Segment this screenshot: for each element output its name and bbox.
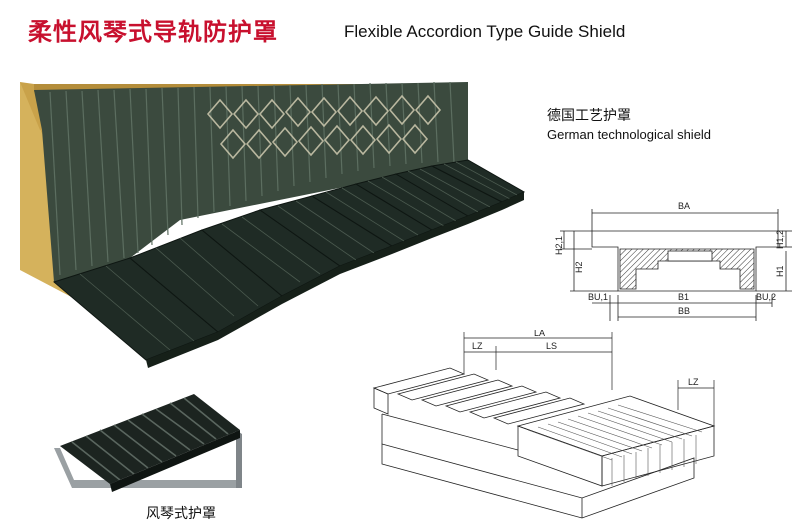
page-title-cn: 柔性风琴式导轨防护罩 (28, 17, 278, 46)
dim-lz-right: LZ (688, 377, 699, 387)
dim-h2-1: H2,1 (554, 236, 564, 255)
cross-section-drawing: BA B1 BB BU,1 BU,2 H2 H2,1 H1,2 H1 (554, 201, 792, 321)
isometric-drawing: LA LZ LS LZ (372, 330, 716, 519)
german-shield-caption-en: German technological shield (547, 127, 712, 142)
dim-h1: H1 (775, 265, 785, 277)
dim-bu2: BU,2 (756, 292, 776, 302)
dim-h1-2: H1,2 (775, 230, 785, 249)
dim-bu1: BU,1 (588, 292, 608, 302)
dim-la: LA (534, 330, 545, 338)
dim-h2: H2 (574, 261, 584, 273)
dim-lz: LZ (472, 341, 483, 351)
page-title-en: Flexible Accordion Type Guide Shield (344, 22, 626, 41)
dim-bb: BB (678, 306, 690, 316)
main-shield-photo (20, 81, 526, 368)
dim-ls: LS (546, 341, 557, 351)
accordion-shield-photo (54, 394, 242, 492)
accordion-caption-cn: 风琴式护罩 (146, 506, 216, 522)
dim-ba: BA (678, 201, 690, 211)
dim-b1: B1 (678, 292, 689, 302)
german-shield-caption-cn: 德国工艺护罩 (547, 108, 631, 124)
